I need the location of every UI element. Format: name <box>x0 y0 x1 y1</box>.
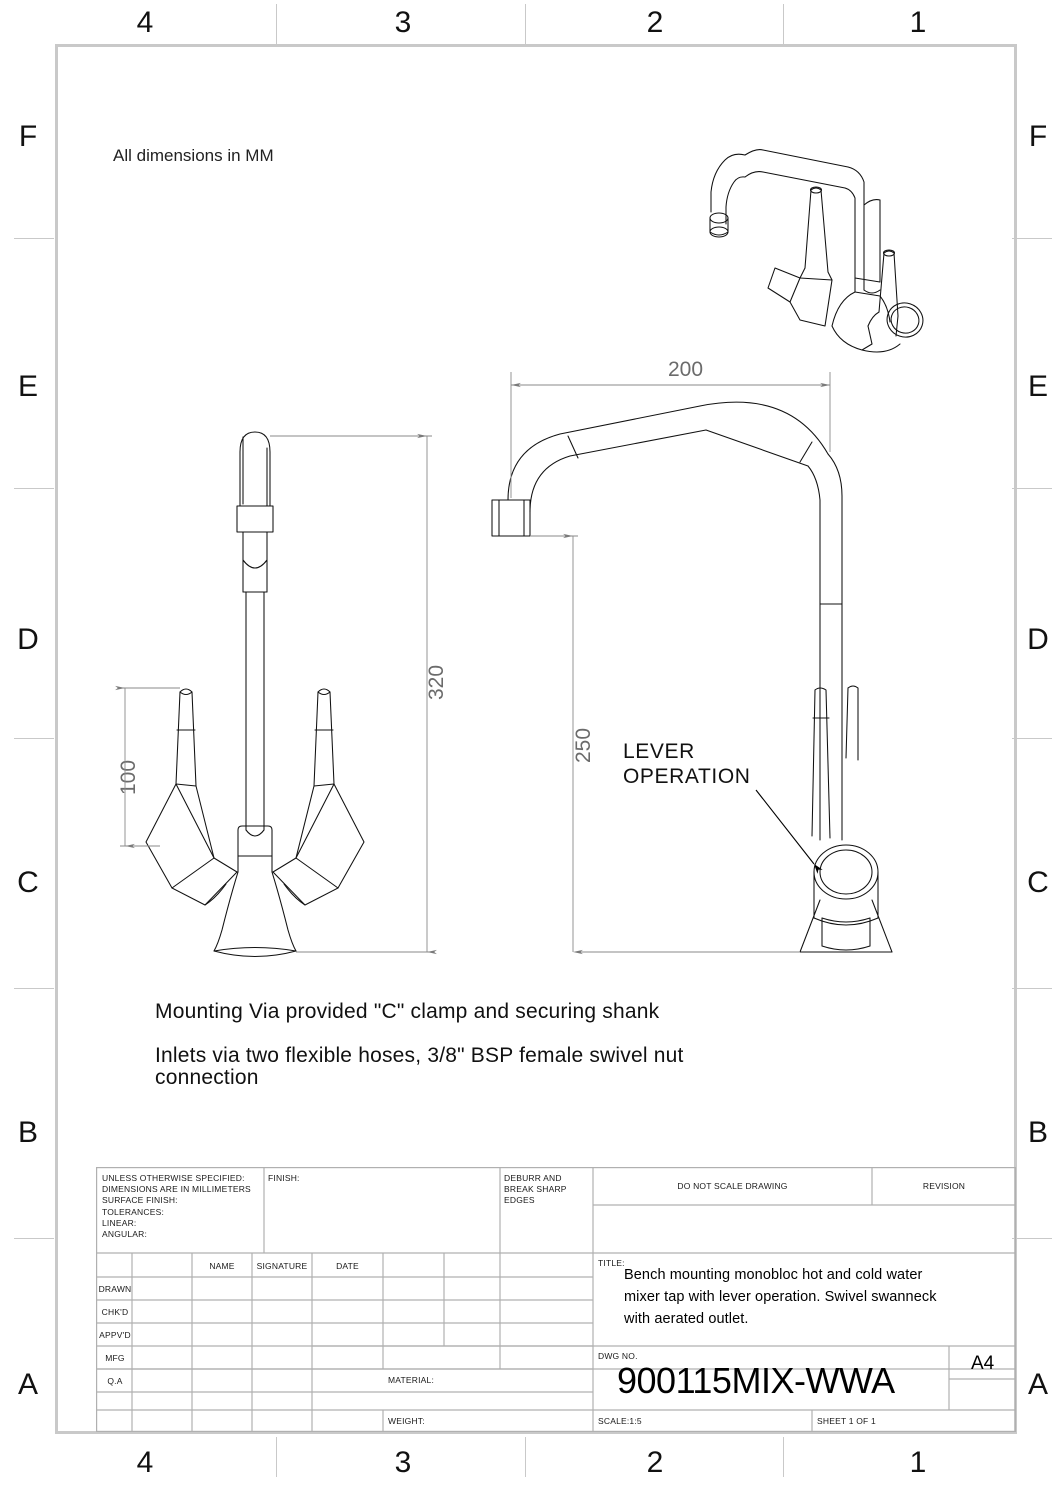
title-block-grid <box>96 1167 1016 1432</box>
lever-callout-line1: LEVER <box>623 740 695 763</box>
sheet-label: SHEET 1 OF 1 <box>817 1416 876 1426</box>
zone-right-B: B <box>1027 1116 1048 1149</box>
zone-right-C: C <box>1027 866 1049 899</box>
inlets-note-line2: connection <box>155 1066 259 1089</box>
role-appvd: APPV'D <box>99 1330 131 1340</box>
zone-bottom-2: 2 <box>646 1446 664 1479</box>
zone-bottom-3: 3 <box>394 1446 412 1479</box>
zone-left-F: F <box>18 120 38 153</box>
paper-size: A4 <box>971 1353 995 1374</box>
dimension-250-label: 250 <box>572 727 595 763</box>
zone-right-F: F <box>1028 120 1048 153</box>
zone-tick-right <box>1012 738 1052 739</box>
revision-label: REVISION <box>922 1181 966 1191</box>
title-block: UNLESS OTHERWISE SPECIFIED: DIMENSIONS A… <box>96 1167 1016 1432</box>
weight-label: WEIGHT: <box>388 1416 425 1426</box>
zone-bottom-1: 1 <box>909 1446 927 1479</box>
zone-tick-top <box>783 4 784 44</box>
dimension-200-label: 200 <box>668 358 704 381</box>
lever-operation-callout: LEVER OPERATION <box>623 740 751 790</box>
column-header-name: NAME <box>209 1261 235 1271</box>
scale-label: SCALE:1:5 <box>598 1416 642 1426</box>
finish-label: FINISH: <box>268 1173 300 1183</box>
zone-top-4: 4 <box>136 6 154 39</box>
zone-tick-right <box>1012 988 1052 989</box>
zone-tick-left <box>14 988 54 989</box>
title-label: TITLE: <box>598 1258 625 1268</box>
zone-tick-right <box>1012 238 1052 239</box>
dwg-number: 900115MIX-WWA <box>617 1360 895 1401</box>
title-line-3: with aerated outlet. <box>624 1311 749 1327</box>
dimension-320-label: 320 <box>425 664 448 700</box>
zone-top-2: 2 <box>646 6 664 39</box>
zone-tick-bottom <box>783 1437 784 1477</box>
inlets-note-line1: Inlets via two flexible hoses, 3/8" BSP … <box>155 1044 684 1067</box>
column-header-date: DATE <box>336 1261 359 1271</box>
role-qa: Q.A <box>107 1376 123 1386</box>
column-header-signature: SIGNATURE <box>256 1261 308 1271</box>
zone-right-D: D <box>1027 623 1049 656</box>
zone-top-3: 3 <box>394 6 412 39</box>
zone-tick-left <box>14 1238 54 1239</box>
zone-left-A: A <box>17 1368 38 1401</box>
lever-callout-line2: OPERATION <box>623 764 751 788</box>
dwg-label: DWG NO. <box>598 1351 638 1361</box>
mounting-note: Mounting Via provided "C" clamp and secu… <box>155 1000 660 1023</box>
zone-tick-top <box>276 4 277 44</box>
zone-right-E: E <box>1027 370 1048 403</box>
zone-top-1: 1 <box>909 6 927 39</box>
deburr-text: DEBURR AND BREAK SHARP EDGES <box>504 1173 567 1206</box>
units-note: All dimensions in MM <box>113 146 274 165</box>
do-not-scale-label: DO NOT SCALE DRAWING <box>677 1181 788 1191</box>
zone-right-A: A <box>1027 1368 1048 1401</box>
role-chkd: CHK'D <box>101 1307 129 1317</box>
role-drawn: DRAWN <box>98 1284 132 1294</box>
role-mfg: MFG <box>105 1353 125 1363</box>
drawing-frame <box>55 44 1017 1434</box>
title-line-1: Bench mounting monobloc hot and cold wat… <box>624 1267 923 1283</box>
dimension-100-label: 100 <box>117 759 140 795</box>
zone-tick-top <box>525 4 526 44</box>
material-label: MATERIAL: <box>388 1375 435 1385</box>
zone-tick-left <box>14 238 54 239</box>
zone-left-D: D <box>17 623 39 656</box>
zone-left-C: C <box>17 866 39 899</box>
zone-bottom-4: 4 <box>136 1446 154 1479</box>
zone-tick-right <box>1012 488 1052 489</box>
zone-left-E: E <box>17 370 38 403</box>
zone-tick-left <box>14 488 54 489</box>
zone-tick-right <box>1012 1238 1052 1239</box>
zone-tick-bottom <box>525 1437 526 1477</box>
specs-text: UNLESS OTHERWISE SPECIFIED: DIMENSIONS A… <box>102 1173 251 1240</box>
zone-tick-left <box>14 738 54 739</box>
title-line-2: mixer tap with lever operation. Swivel s… <box>624 1289 937 1305</box>
zone-left-B: B <box>17 1116 38 1149</box>
zone-tick-bottom <box>276 1437 277 1477</box>
